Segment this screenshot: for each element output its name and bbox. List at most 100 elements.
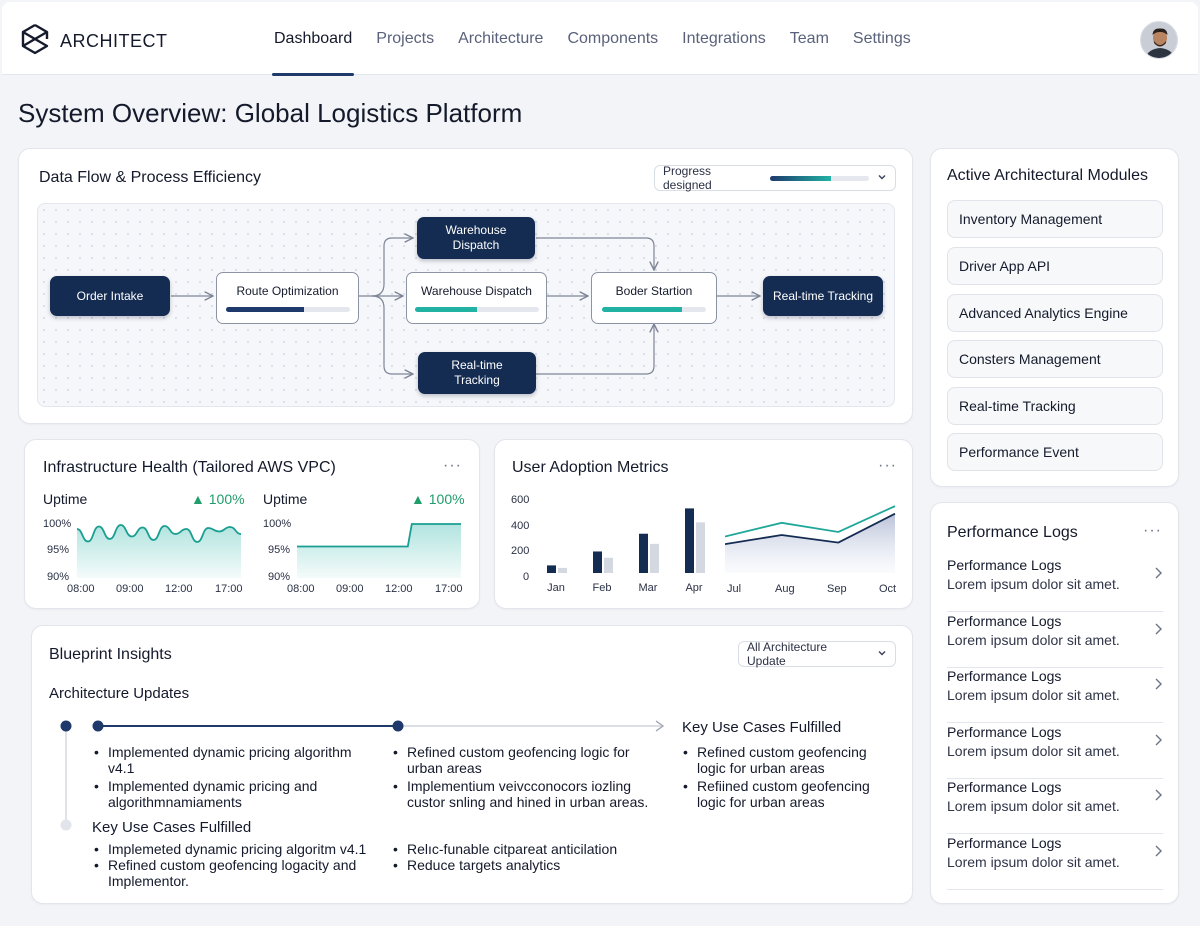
x-tick-label: Mar [639,582,658,594]
user-avatar[interactable] [1140,21,1178,59]
module-item[interactable]: Real-time Tracking [947,387,1163,425]
uptime-line [297,523,461,548]
updates-list-1: Implemented dynamic pricing algorithm v4… [94,744,374,810]
uptime-area [77,525,241,578]
uptime-value: ▲ 100% [191,491,245,507]
nav-dashboard[interactable]: Dashboard [262,2,364,76]
node-order-intake[interactable]: Order Intake [50,276,170,316]
y-tick: 90% [268,571,291,583]
node-warehouse-mid-label: Warehouse Dispatch [421,284,532,298]
log-desc: Lorem ipsum dolor sit amet. [947,576,1120,592]
y-tick: 0 [523,571,530,583]
list-item: Reduce targets analytics [393,857,663,873]
log-desc: Lorem ipsum dolor sit amet. [947,742,1120,759]
node-boder-startion[interactable]: Boder Startion [591,272,717,324]
brand[interactable]: ARCHITECT [18,22,168,61]
node-realtime-tracking-label: Real-time Tracking [772,288,874,303]
progress-select-label: Progress designed [663,164,712,192]
list-item: Refined custom geofencing logacity and I… [94,857,364,889]
x-tick: 12:00 [385,583,413,595]
bar [558,567,567,573]
more-icon[interactable]: ··· [443,457,462,474]
chevron-down-icon [877,171,887,185]
architecture-update-select[interactable]: All Architecture Update [738,640,896,668]
progress-select-bar [770,175,869,181]
key-use-cases-lower-title: Key Use Cases Fulfilled [92,819,252,836]
node-realtime-tracking[interactable]: Real-time Tracking [763,276,883,316]
progress-select[interactable]: Progress designed [654,164,896,192]
module-item[interactable]: Inventory Management [947,200,1163,238]
list-item: Implemeted dynamic pricing algoritm v4.1 [94,841,374,857]
node-route-optimization[interactable]: Route Optimization [216,272,359,324]
nav-components[interactable]: Components [567,29,659,47]
module-item[interactable]: Driver App API [947,247,1163,285]
x-tick: 08:00 [287,583,315,595]
log-desc: Lorem ipsum dolor sit amet. [947,631,1120,648]
x-tick: Jul [727,583,742,595]
y-tick: 90% [47,571,70,583]
more-icon[interactable]: ··· [878,457,897,474]
module-item[interactable]: Advanced Analytics Engine [947,294,1163,332]
data-flow-card: Data Flow & Process Efficiency Progress … [18,148,913,424]
insights-title: Blueprint Insights [49,646,172,663]
log-desc: Lorem ipsum dolor sit amet. [947,798,1120,814]
updates-list-2: Refined custom geofencing logic for urba… [393,744,663,810]
warehouse-dispatch-progress [414,307,539,312]
x-tick-label: Apr [685,582,702,594]
flow-diagram: Order Intake Route Optimization Warehous… [37,203,895,407]
uptime-label: Uptime [263,491,308,507]
user-adoption-card: User Adoption Metrics ··· 600 400 200 0 … [494,439,913,609]
node-realtime-bottom-line1: Real-time [451,358,503,372]
node-realtime-tracking-bottom[interactable]: Real-time Tracking [418,352,536,394]
nav-integrations[interactable]: Integrations [682,29,766,47]
uptime-value: ▲ 100% [411,491,465,507]
logs-title: Performance Logs [947,524,1078,541]
bar [685,508,694,573]
architecture-updates-title: Architecture Updates [49,685,190,702]
x-tick: 17:00 [215,583,243,595]
area-fill [725,513,895,573]
y-tick: 100% [43,518,72,530]
list-item: Implemented dynamic pricing and algorith… [94,778,344,810]
log-desc: Lorem ipsum dolor sit amet. [947,687,1120,703]
node-warehouse-dispatch[interactable]: Warehouse Dispatch [406,272,547,324]
node-route-optimization-label: Route Optimization [236,284,339,298]
bar [650,543,659,573]
list-item: Refiined custom geofencing logic for urb… [683,778,883,810]
nav-settings[interactable]: Settings [852,29,911,47]
log-title: Performance Logs [947,834,1062,851]
module-item[interactable]: Consters Management [947,340,1163,378]
log-title: Performance Logs [947,557,1062,573]
bar [639,533,648,573]
architect-logo-icon [18,22,52,61]
module-item[interactable]: Performance Event [947,433,1163,471]
nav-projects[interactable]: Projects [376,29,435,47]
brand-name: ARCHITECT [60,31,168,51]
chevron-right-icon [1153,788,1163,807]
more-icon[interactable]: ··· [1143,522,1162,539]
chevron-right-icon [1153,844,1163,863]
nav-architecture[interactable]: Architecture [458,29,544,47]
route-optimization-progress [225,307,350,312]
x-tick: Sep [827,583,847,595]
uptime-line [77,524,241,543]
node-realtime-bottom-line2: Tracking [454,373,500,387]
list-item: Refined custom geofencing logic for urba… [393,744,639,776]
chevron-right-icon [1153,733,1163,752]
log-title: Performance Logs [947,668,1062,684]
page-title: System Overview: Global Logistics Platfo… [18,98,523,128]
node-warehouse-dispatch-top[interactable]: Warehouse Dispatch [417,217,535,259]
y-tick: 95% [268,544,291,556]
nav-team[interactable]: Team [789,29,829,47]
infra-title: Infrastructure Health (Tailored AWS VPC) [43,459,336,476]
x-tick-label: Feb [593,582,612,594]
bar [604,557,613,573]
uptime-area [297,524,461,578]
